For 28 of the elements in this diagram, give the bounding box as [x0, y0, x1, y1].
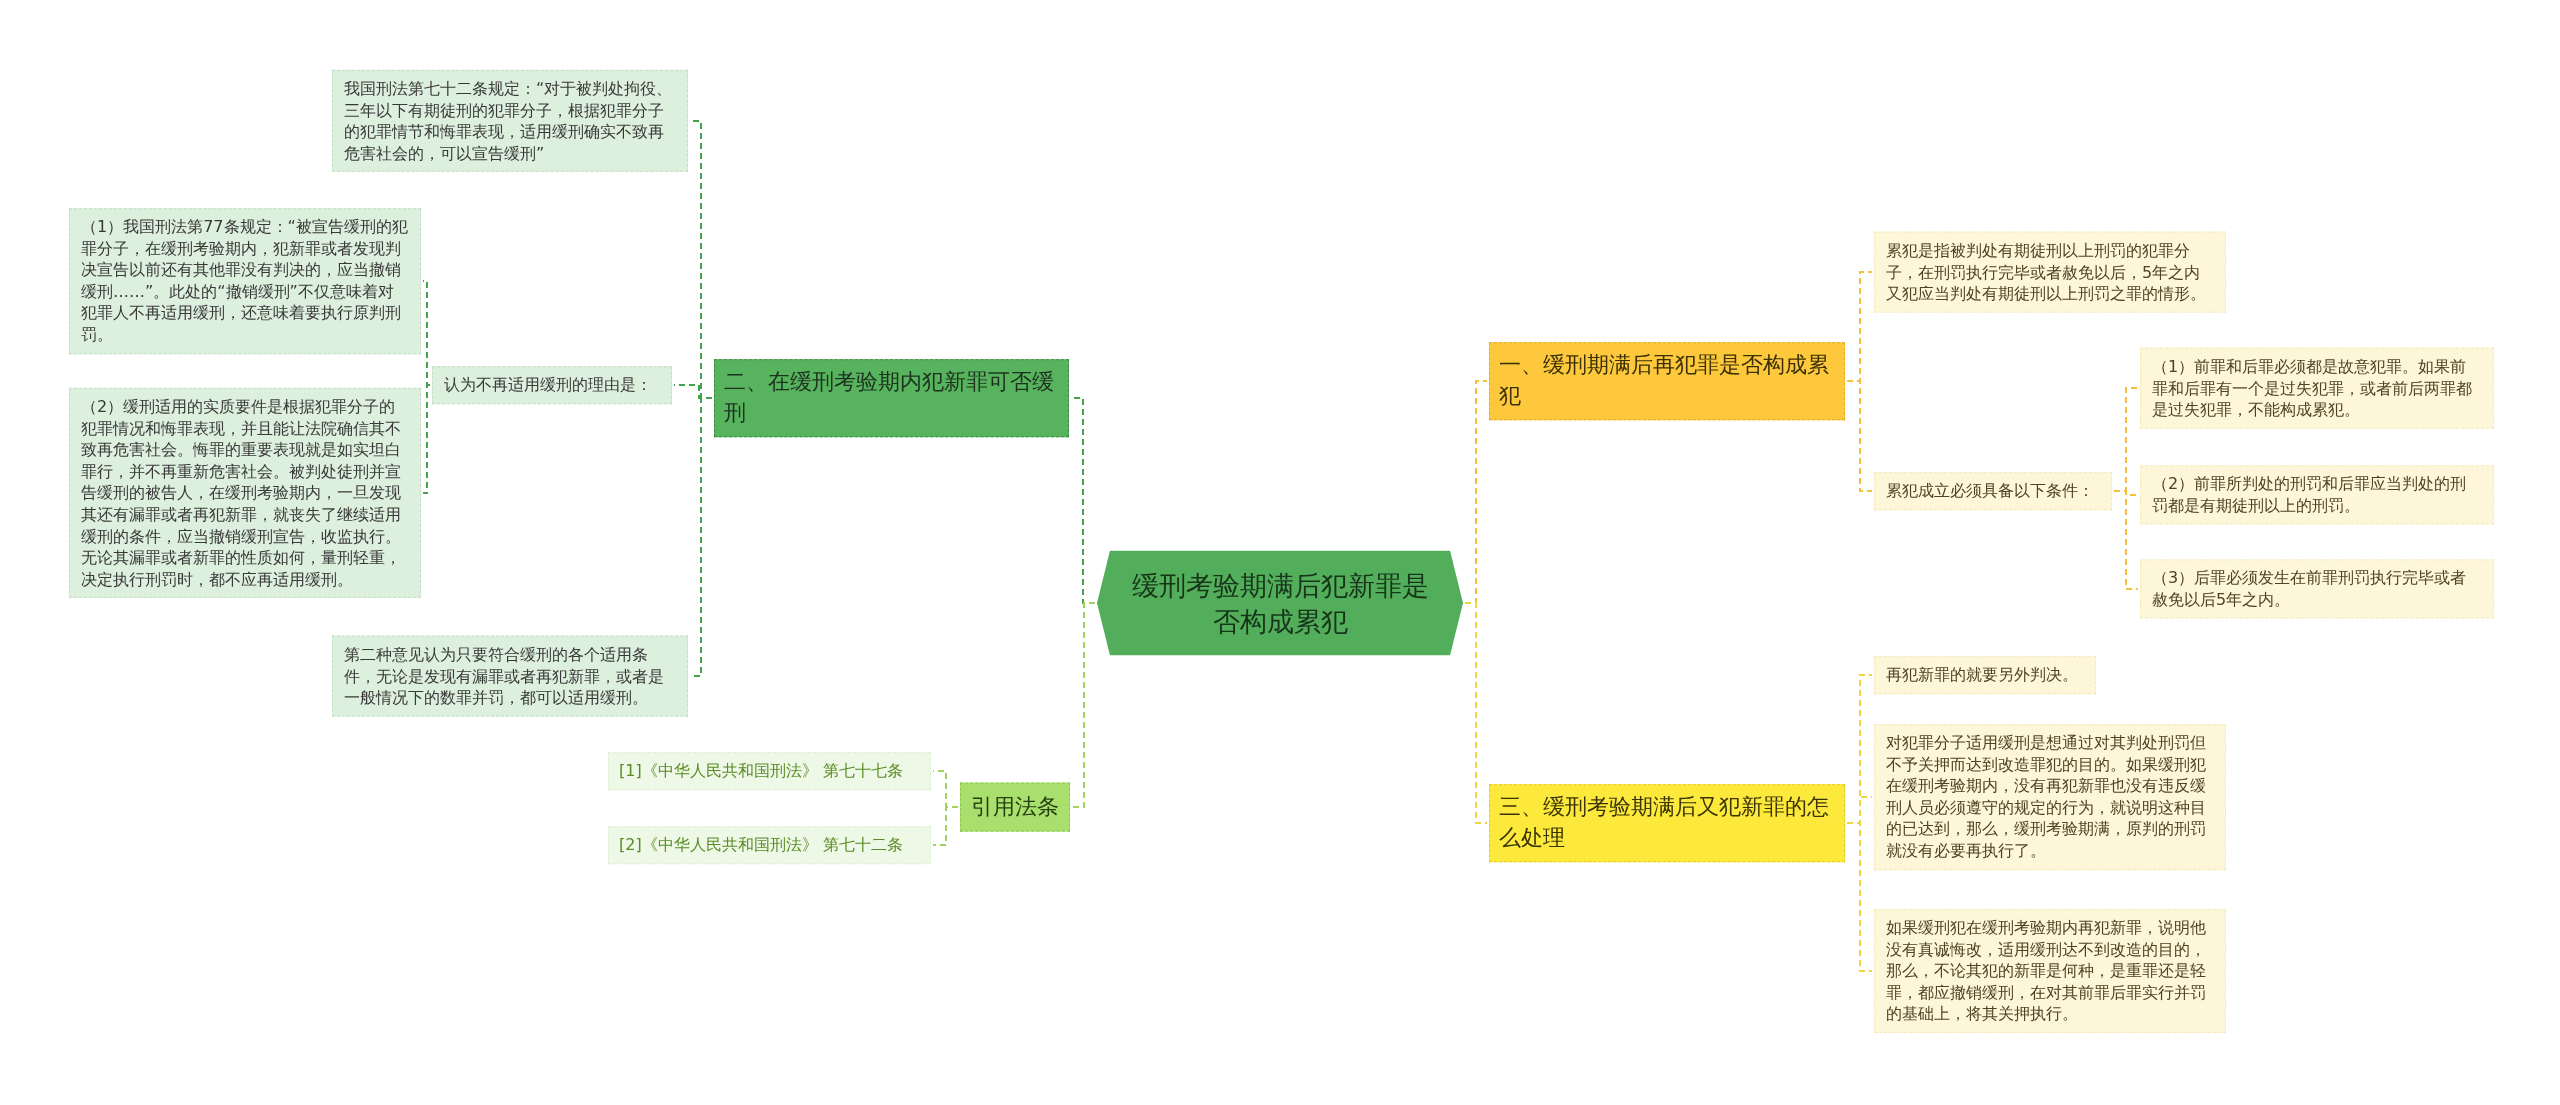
- note-card: 对犯罪分子适用缓刑是想通过对其判处刑罚但不予关押而达到改造罪犯的目的。如果缓刑犯在缓刑考验期内，没有再犯新罪也没有违反缓刑人员必须遵守的规定的行为，就说明这种目的已达到，那么，缓刑考验期满，原判的刑罚就没有必要再执行了。: [1874, 724, 2226, 870]
- note-card: （2）缓刑适用的实质要件是根据犯罪分子的犯罪情况和悔罪表现，并且能让法院确信其不致再危害社会。悔罪的重要表现就是如实坦白罪行，并不再重新危害社会。被判处徒刑并宣告缓刑的被告人，在缓刑考验期内，一旦发现其还有漏罪或者再犯新罪，就丧失了继续适用缓刑的条件，应当撤销缓刑宣告，收监执行。无论其漏罪或者新罪的性质如何，量刑轻重，决定执行刑罚时，都不应再适用缓刑。: [69, 387, 421, 599]
- connector-line: [932, 806, 959, 846]
- note-card: （3）后罪必须发生在前罪刑罚执行完毕或者赦免以后5年之内。: [2140, 559, 2494, 619]
- note-card: 累犯是指被判处有期徒刑以上刑罚的犯罪分子，在刑罚执行完毕或者赦免以后，5年之内又犯应当判处有期徒刑以上刑罚之罪的情形。: [1874, 231, 2226, 313]
- note-card: （1）我国刑法第77条规定：“被宣告缓刑的犯罪分子，在缓刑考验期内，犯新罪或者发现判决宣告以前还有其他罪没有判决的，应当撤销缓刑……”。此处的“撤销缓刑”不仅意味着对犯罪人不再适用缓刑，还意味着要执行原判刑罚。: [69, 208, 421, 354]
- note-card: 再犯新罪的就要另外判决。: [1874, 656, 2096, 694]
- note-card: （2）前罪所判处的刑罚和后罪应当判处的刑罚都是有期徒刑以上的刑罚。: [2140, 465, 2494, 525]
- note-card: 我国刑法第七十二条规定：“对于被判处拘役、三年以下有期徒刑的犯罪分子，根据犯罪分子的犯罪情节和悔罪表现，适用缓刑确实不致再危害社会的，可以宣告缓刑”: [332, 69, 688, 173]
- branch-topic: 一、缓刑期满后再犯罪是否构成累犯: [1489, 342, 1845, 420]
- connector-line: [422, 384, 431, 494]
- connector-line: [2113, 490, 2139, 590]
- note-card: 累犯成立必须具备以下条件：: [1874, 472, 2112, 510]
- connector-line: [1846, 822, 1873, 972]
- note-card: （1）前罪和后罪必须都是故意犯罪。如果前罪和后罪有一个是过失犯罪，或者前后两罪都是过失犯罪，不能构成累犯。: [2140, 347, 2494, 429]
- connector-line: [1071, 602, 1096, 808]
- note-card: 认为不再适用缓刑的理由是：: [432, 366, 672, 404]
- note-card: 如果缓刑犯在缓刑考验期内再犯新罪，说明他没有真诚悔改，适用缓刑达不到改造的目的，那么，不论其犯的新罪是何种，是重罪还是轻罪，都应撤销缓刑，在对其前罪后罪实行并罚的基础上，将其关押执行。: [1874, 909, 2226, 1033]
- connector-line: [1846, 380, 1873, 492]
- reference-note: [1]《中华人民共和国刑法》 第七十七条: [608, 752, 931, 790]
- reference-note: [2]《中华人民共和国刑法》 第七十二条: [608, 826, 931, 864]
- note-card: 第二种意见认为只要符合缓刑的各个适用条件，无论是发现有漏罪或者再犯新罪，或者是一般情况下的数罪并罚，都可以适用缓刑。: [332, 635, 688, 717]
- connector-line: [422, 280, 431, 386]
- central-topic: 缓刑考验期满后犯新罪是否构成累犯: [1097, 550, 1463, 656]
- branch-topic: 三、缓刑考验期满后又犯新罪的怎么处理: [1489, 784, 1845, 862]
- connector-line: [1464, 602, 1488, 824]
- branch-topic: 引用法条: [960, 782, 1070, 832]
- branch-topic: 二、在缓刑考验期内犯新罪可否缓刑: [714, 359, 1069, 437]
